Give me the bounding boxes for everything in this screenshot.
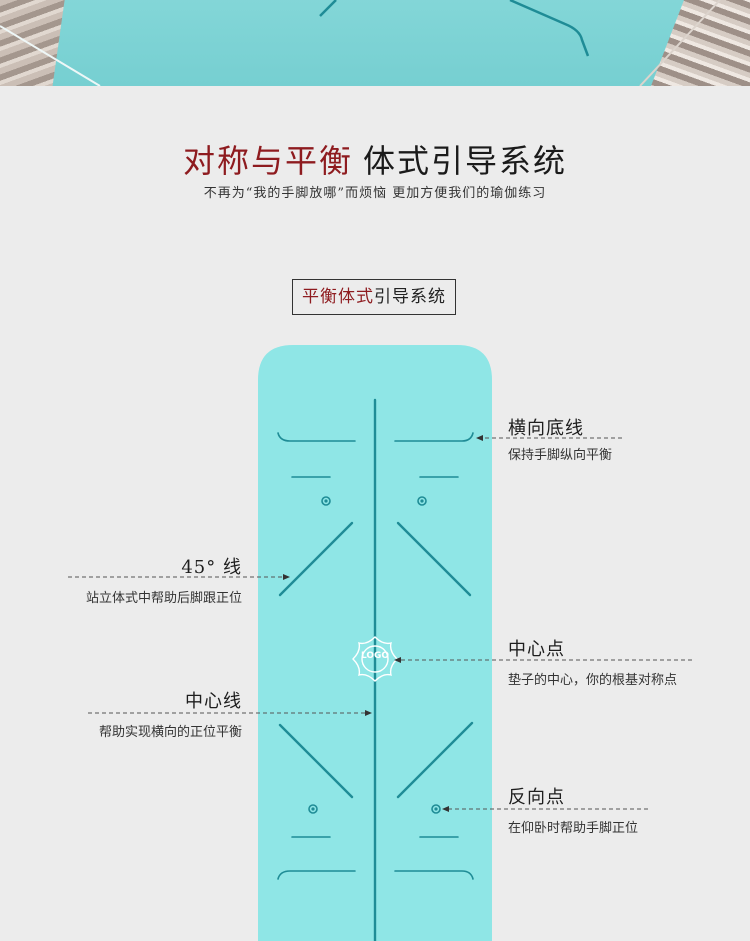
label-reverse-point-desc: 在仰卧时帮助手脚正位 bbox=[508, 821, 639, 836]
bottom-base-line-right bbox=[394, 870, 474, 880]
main-title-red: 对称与平衡 bbox=[182, 142, 353, 180]
top-45-line-right bbox=[396, 521, 472, 597]
bottom-45-line-right bbox=[396, 721, 474, 799]
label-center-point-desc: 垫子的中心，你的根基对称点 bbox=[508, 673, 678, 688]
box-title-red: 平衡体式 bbox=[302, 287, 374, 307]
label-center-line: 中心线 帮助实现横向的正位平衡 bbox=[82, 687, 242, 740]
section-box-title: 平衡体式引导系统 bbox=[292, 279, 456, 315]
bottom-dot-left bbox=[308, 804, 318, 814]
label-45-line: 45° 线 站立体式中帮助后脚跟正位 bbox=[68, 553, 242, 606]
box-title-black: 引导系统 bbox=[374, 287, 446, 307]
top-dot-left bbox=[321, 496, 331, 506]
center-lotus-logo bbox=[352, 636, 398, 682]
label-center-line-desc: 帮助实现横向的正位平衡 bbox=[98, 725, 242, 740]
label-center-line-title: 中心线 bbox=[185, 691, 242, 712]
top-base-line-left bbox=[277, 432, 356, 442]
label-horizontal-base-title: 横向底线 bbox=[508, 418, 584, 439]
top-base-line-right bbox=[394, 432, 474, 442]
label-horizontal-base: 横向底线 保持手脚纵向平衡 bbox=[508, 414, 612, 463]
top-45-line-left bbox=[278, 521, 354, 597]
mat-diagram: LOGO 横向底线 保持手脚纵向平衡 45° 线 站立体式中帮助后脚跟正位 中心… bbox=[0, 340, 750, 941]
label-45-line-title: 45° 线 bbox=[181, 557, 242, 578]
label-horizontal-base-desc: 保持手脚纵向平衡 bbox=[508, 448, 613, 463]
bottom-base-line-left bbox=[277, 870, 356, 880]
top-dot-right bbox=[417, 496, 427, 506]
center-logo-text: LOGO bbox=[360, 651, 390, 661]
hero-banner-photo bbox=[0, 0, 750, 86]
label-reverse-point-title: 反向点 bbox=[508, 787, 565, 808]
banner-mat-lines bbox=[0, 0, 721, 86]
bottom-dot-right bbox=[431, 804, 441, 814]
subtitle: 不再为“我的手脚放哪”而烦恼 更加方便我们的瑜伽练习 bbox=[203, 186, 547, 201]
label-center-point: 中心点 垫子的中心，你的根基对称点 bbox=[508, 635, 677, 688]
mat-diagram-graphic bbox=[68, 345, 692, 941]
label-45-line-desc: 站立体式中帮助后脚跟正位 bbox=[85, 591, 242, 606]
label-center-point-title: 中心点 bbox=[508, 639, 565, 660]
bottom-45-line-left bbox=[278, 723, 354, 799]
label-reverse-point: 反向点 在仰卧时帮助手脚正位 bbox=[508, 783, 638, 836]
main-title: 对称与平衡体式引导系统 bbox=[0, 136, 750, 182]
main-title-black: 体式引导系统 bbox=[363, 142, 568, 180]
